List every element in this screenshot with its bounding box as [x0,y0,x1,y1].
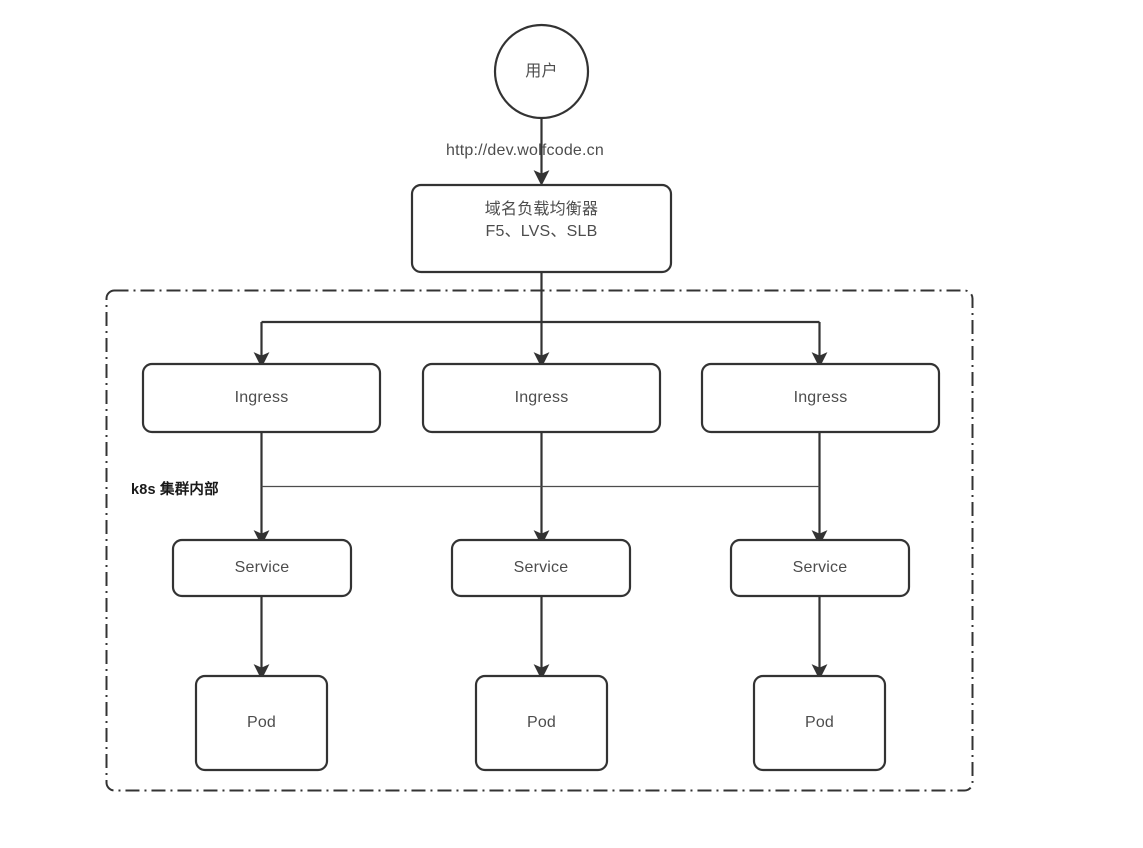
k8s-cluster-boundary [105,289,974,792]
service-right-node-shape[interactable] [729,538,911,598]
pod-center-node-shape[interactable] [474,674,609,772]
ingress-left-node-shape[interactable] [141,362,382,434]
service-center-node-shape[interactable] [450,538,632,598]
pod-right-node-shape[interactable] [752,674,887,772]
user-node-shape[interactable] [493,23,590,120]
ingress-center-node-shape[interactable] [421,362,662,434]
edge-label-user-to-lb: http://dev.wolfcode.cn [446,142,604,159]
ingress-right-node-shape[interactable] [700,362,941,434]
service-left-node-shape[interactable] [171,538,353,598]
k8s-cluster-zone-label: k8s 集群内部 [131,482,219,498]
pod-left-node-shape[interactable] [194,674,329,772]
load-balancer-node-shape[interactable] [410,183,673,274]
